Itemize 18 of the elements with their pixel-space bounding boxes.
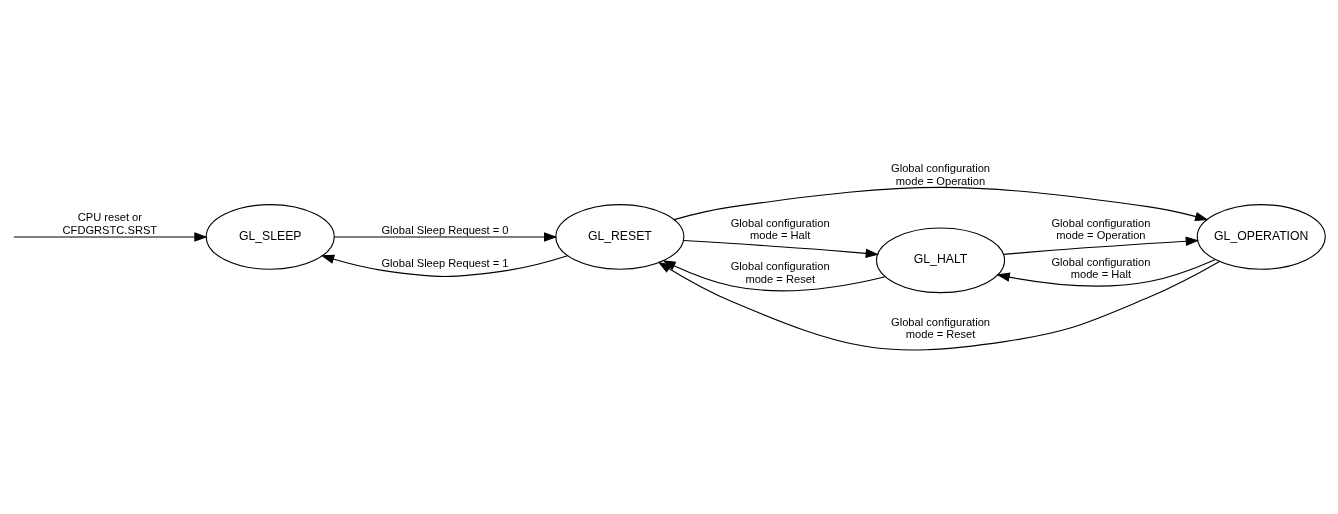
- edge-label: CPU reset or CFDGRSTC.SRST: [62, 211, 158, 236]
- arrow: [662, 260, 886, 292]
- arrow: [13, 232, 208, 242]
- node-ellipse: GL_HALT: [875, 227, 1006, 294]
- edge-label: Global configuration mode = Reset: [730, 260, 830, 285]
- arrow: [673, 186, 1209, 222]
- arrow: [333, 232, 558, 242]
- edge-label: Global Sleep Request = 1: [381, 257, 509, 270]
- arrow: [683, 240, 879, 259]
- edge-label: Global configuration mode = Operation: [891, 162, 991, 187]
- arrow: [320, 254, 569, 277]
- edge-label: Global configuration mode = Halt: [1051, 255, 1151, 281]
- edge-label: Global Sleep Request = 0: [381, 223, 509, 236]
- edge-label: Global configuration mode = Reset: [891, 316, 991, 341]
- arrow: [1003, 236, 1200, 255]
- edge-label: Global configuration mode = Halt: [730, 216, 830, 242]
- arrow: [996, 259, 1216, 287]
- edge-label: Global configuration mode = Operation: [1051, 216, 1151, 242]
